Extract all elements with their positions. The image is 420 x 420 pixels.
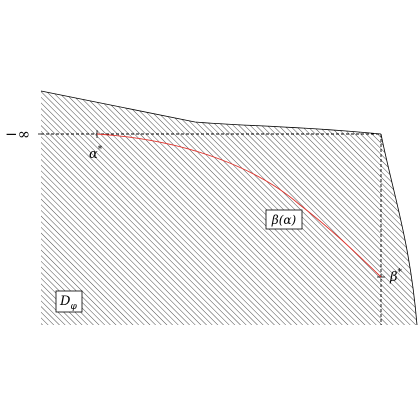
domain-label-box <box>55 290 83 313</box>
beta-alpha-label-box <box>265 209 303 230</box>
neg-infinity-label: −∞ <box>5 125 30 143</box>
alpha-star-label: α* <box>89 145 103 162</box>
beta-alpha-curve <box>96 133 382 278</box>
right-boundary-curve <box>380 133 418 326</box>
upper-boundary-curve <box>40 90 382 135</box>
hatched-domain-region <box>41 91 417 325</box>
domain-label: Dφ <box>59 294 77 312</box>
beta-alpha-label: β(α) <box>271 213 297 227</box>
beta-star-label: β* <box>389 268 403 285</box>
